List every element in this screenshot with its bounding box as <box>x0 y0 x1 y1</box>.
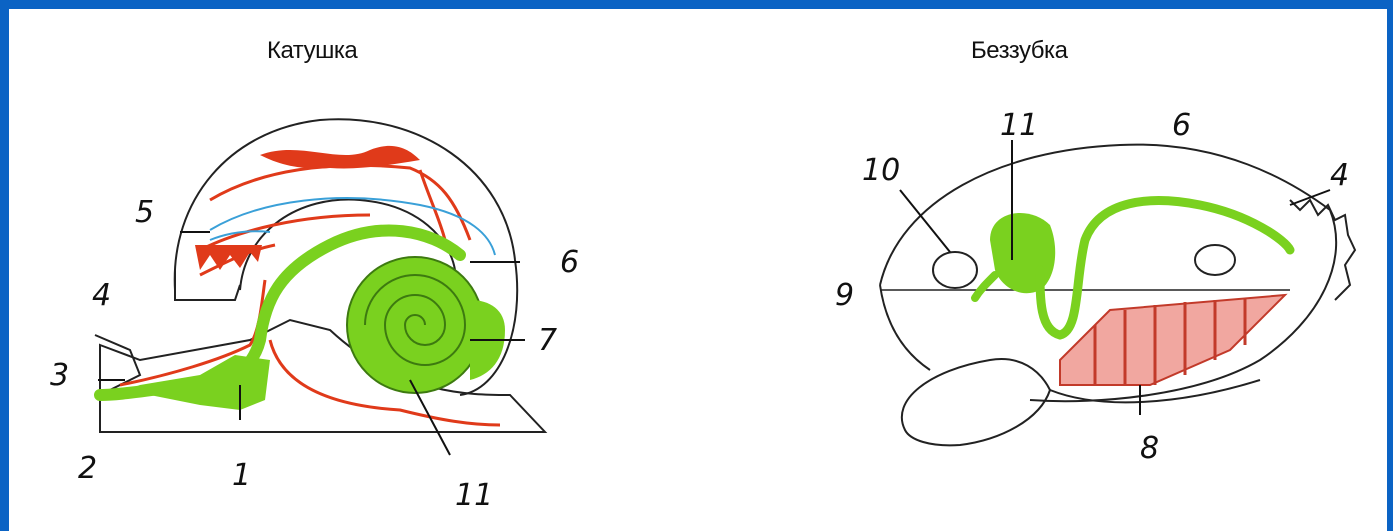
snail-figure: 1 2 3 4 5 6 7 11 <box>50 119 579 513</box>
snail-label-6: 6 <box>560 245 579 280</box>
mussel-anterior-muscle <box>933 252 977 288</box>
mussel-label-10: 10 <box>862 153 900 188</box>
snail-label-3: 3 <box>50 358 69 393</box>
snail-label-1: 1 <box>232 458 251 493</box>
mussel-label-4: 4 <box>1330 158 1349 193</box>
snail-label-2: 2 <box>78 451 97 486</box>
mussel-label-9: 9 <box>835 278 854 313</box>
mussel-label-6: 6 <box>1172 108 1191 143</box>
mussel-mantle-edge <box>1290 200 1355 300</box>
diagram-frame: Катушка Беззубка <box>9 9 1387 531</box>
snail-label-7: 7 <box>538 323 557 358</box>
snail-liver-spiral <box>347 257 483 393</box>
mussel-posterior-muscle <box>1195 245 1235 275</box>
snail-label-5: 5 <box>135 195 154 230</box>
mussel-gills <box>1060 295 1285 385</box>
snail-label-4: 4 <box>92 278 111 313</box>
mussel-figure: 11 6 4 10 9 8 <box>835 108 1355 466</box>
mussel-label-11: 11 <box>1000 108 1038 143</box>
mussel-label-8: 8 <box>1140 431 1159 466</box>
snail-lung-fringe <box>195 245 262 270</box>
snail-mantle-notch <box>175 270 240 300</box>
mussel-foot <box>902 359 1050 445</box>
snail-label-11: 11 <box>455 478 493 513</box>
anatomy-drawing: 1 2 3 4 5 6 7 11 <box>9 9 1387 531</box>
